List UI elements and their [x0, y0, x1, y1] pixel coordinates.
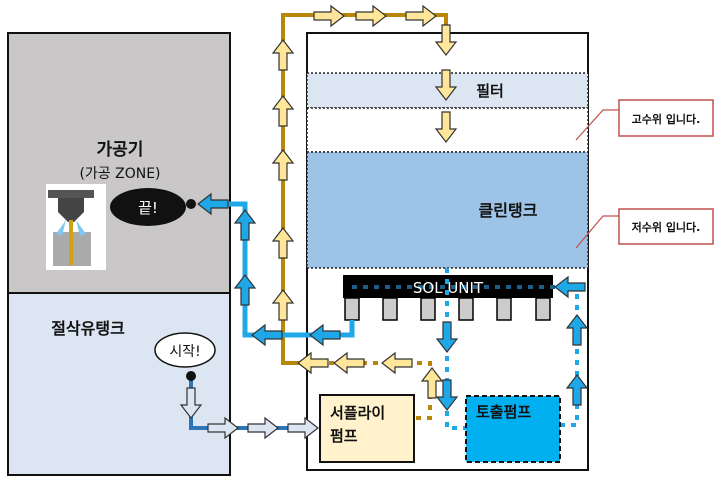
return-pipe: [281, 13, 448, 365]
arrow-up-icon: [272, 289, 294, 321]
filter-label: 필터: [476, 82, 504, 100]
arrow-right-icon: [313, 5, 345, 27]
discharge-pump-label: 토출펌프: [476, 403, 531, 421]
arrow-up-icon: [272, 227, 294, 259]
arrow-up-icon: [234, 209, 256, 241]
end-bubble: [110, 188, 186, 226]
low-level-text: 저수위 입니다.: [632, 220, 701, 234]
start-dot: [186, 371, 196, 381]
high-level-callout: [618, 99, 714, 137]
machine-title: 가공기: [97, 140, 144, 160]
supply-pipe-to-machine: [205, 201, 355, 338]
coolant-tank-title: 절삭유탱크: [51, 319, 125, 338]
arrow-left-icon: [251, 324, 283, 346]
machine-zone: [7, 32, 231, 294]
clean-tank: [306, 151, 589, 269]
low-level-callout: [618, 208, 714, 245]
discharge-pump: [465, 395, 561, 463]
sol-unit-label: SOL UNIT: [413, 279, 484, 297]
arrow-up-icon: [272, 95, 294, 127]
supply-pump-label-1: 서플라이: [330, 404, 385, 422]
arrow-right-icon: [355, 5, 387, 27]
arrow-right-icon: [247, 417, 279, 439]
end-dot: [186, 199, 196, 209]
low-level-callout-line: [575, 215, 619, 249]
end-label: 끝!: [138, 199, 158, 217]
arrow-right-icon: [405, 5, 437, 27]
sol-unit: [343, 275, 555, 321]
clean-tank-label: 클린탱크: [479, 201, 538, 220]
arrow-up-icon: [234, 274, 256, 306]
high-level-text: 고수위 입니다.: [632, 112, 701, 126]
start-bubble: [154, 332, 216, 368]
spindle-illustration: [46, 184, 106, 270]
supply-pump: [319, 394, 415, 463]
high-level-callout-line: [575, 109, 619, 141]
start-label: 시작!: [169, 344, 200, 360]
arrow-up-icon: [272, 39, 294, 71]
arrow-up-icon: [272, 149, 294, 181]
supply-pump-label-2: 펌프: [330, 427, 358, 445]
machine-subtitle: (가공 ZONE): [79, 166, 160, 182]
